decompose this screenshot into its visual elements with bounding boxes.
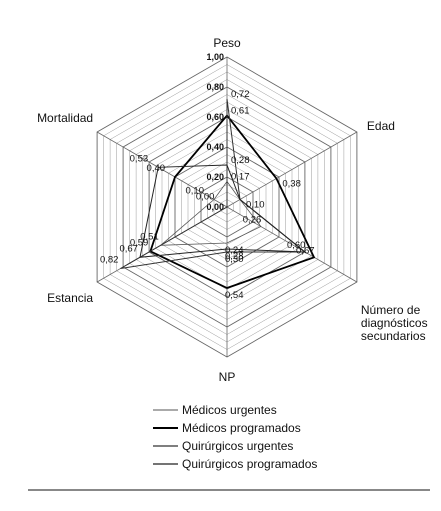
value-label: 0,67 xyxy=(119,243,138,254)
value-label: 0,53 xyxy=(130,153,149,164)
value-label: 0,28 xyxy=(225,251,244,262)
axis-spoke xyxy=(226,131,358,208)
legend-label: Médicos programados xyxy=(182,421,301,435)
value-label: 0,61 xyxy=(231,106,250,117)
series-polygon xyxy=(149,114,316,289)
value-label: 0,82 xyxy=(100,255,119,266)
axis-label: Edad xyxy=(367,119,395,133)
radial-tick-label: 0,40 xyxy=(206,142,224,152)
value-label: 0,67 xyxy=(296,245,315,256)
value-label: 0,28 xyxy=(231,155,250,166)
radial-tick-label: 0,20 xyxy=(206,172,224,182)
value-label: 0,17 xyxy=(231,172,250,183)
axis-label-line: Mortalidad xyxy=(37,111,93,125)
value-label: 0,38 xyxy=(282,179,301,190)
value-label: 0,72 xyxy=(231,89,250,100)
radial-tick-label: 0,60 xyxy=(206,112,224,122)
axis-label-line: NP xyxy=(219,370,236,384)
legend-label: Quirúrgicos programados xyxy=(182,457,317,471)
value-label: 0,40 xyxy=(147,163,166,174)
legend-label: Médicos urgentes xyxy=(182,403,277,417)
series-polygon xyxy=(139,164,307,258)
radial-tick-label: 1,00 xyxy=(206,52,224,62)
axis-label-line: Peso xyxy=(213,36,241,50)
axis-label: Mortalidad xyxy=(37,111,93,125)
value-label: 0,00 xyxy=(196,192,215,203)
radial-tick-label: 0,00 xyxy=(206,202,224,212)
axis-spoke xyxy=(226,206,358,283)
value-label: 0,60 xyxy=(287,240,306,251)
axis-label-line: Edad xyxy=(367,119,395,133)
axis-label-line: Número de xyxy=(361,303,421,317)
value-label: 0,26 xyxy=(243,215,262,226)
axis-label: NP xyxy=(219,370,236,384)
axis-label-line: diagnósticos xyxy=(361,316,428,330)
axis-label: Peso xyxy=(213,36,241,50)
value-label: 0,10 xyxy=(186,186,205,197)
value-label: 0,54 xyxy=(225,290,244,301)
legend-label: Quirúrgicos urgentes xyxy=(182,439,293,453)
value-label: 0,30 xyxy=(225,254,244,265)
axis-label-line: Estancia xyxy=(47,291,93,305)
value-label: 0,10 xyxy=(246,200,265,211)
radial-tick-label: 0,80 xyxy=(206,82,224,92)
value-label: 0,59 xyxy=(130,237,149,248)
axis-spoke xyxy=(96,131,228,208)
value-label: 0,24 xyxy=(225,245,244,256)
axis-label: Estancia xyxy=(47,291,93,305)
value-label: 0,51 xyxy=(140,231,159,242)
axis-label-line: secundarios xyxy=(361,329,426,343)
